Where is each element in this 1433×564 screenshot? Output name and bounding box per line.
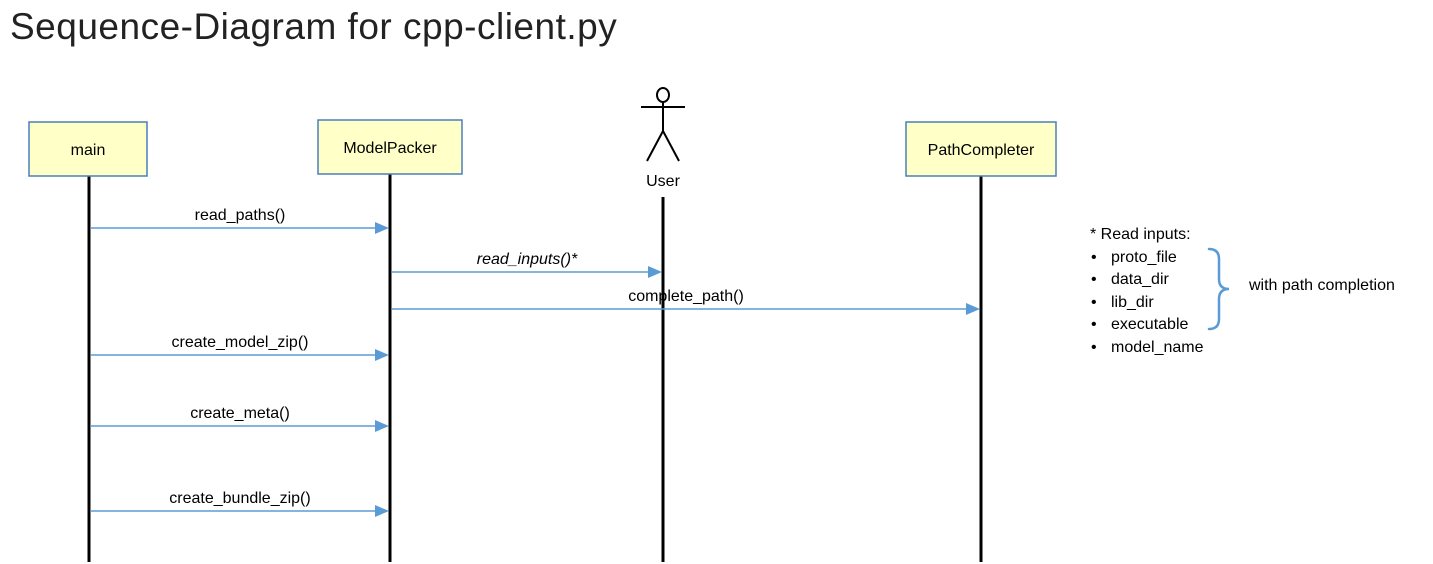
read-inputs-note: * Read inputs: proto_file data_dir lib_d…: [1090, 224, 1204, 360]
participant-main: main: [28, 121, 148, 177]
participant-label-pathcompleter: PathCompleter: [928, 142, 1035, 159]
participant-pathcompleter: PathCompleter: [905, 121, 1057, 177]
message-6: create_bundle_zip(): [91, 490, 389, 517]
arrowhead-icon: [375, 349, 389, 361]
note-item-lib-dir: lib_dir: [1090, 292, 1204, 315]
message-label: read_paths(): [195, 207, 286, 224]
note-item-model-name: model_name: [1090, 337, 1204, 360]
curly-brace-icon: [1207, 247, 1230, 331]
message-3: complete_path(): [392, 288, 980, 315]
note-item-data-dir: data_dir: [1090, 269, 1204, 292]
message-label: read_inputs()*: [477, 251, 578, 268]
lifelines-layer: [87, 174, 983, 562]
participant-box-main: [28, 121, 148, 177]
participant-box-modelpacker: [317, 119, 463, 175]
participant-box-pathcompleter: [905, 121, 1057, 177]
arrowhead-icon: [966, 303, 980, 315]
participant-label-main: main: [71, 142, 106, 159]
message-4: create_model_zip(): [91, 334, 389, 361]
arrowhead-icon: [375, 222, 389, 234]
message-1: read_paths(): [91, 207, 389, 234]
arrowhead-icon: [375, 505, 389, 517]
note-item-executable: executable: [1090, 314, 1204, 337]
note-list: proto_file data_dir lib_dir executable m…: [1090, 247, 1204, 360]
participant-label-user: User: [646, 173, 680, 190]
diagram-title: Sequence-Diagram for cpp-client.py: [10, 6, 618, 47]
note-item-proto-file: proto_file: [1090, 247, 1204, 270]
arrowhead-icon: [648, 266, 662, 278]
brace-label: with path completion: [1249, 277, 1395, 294]
participant-modelpacker: ModelPacker: [317, 119, 463, 175]
arrowhead-icon: [375, 420, 389, 432]
message-2: read_inputs()*: [392, 251, 662, 278]
note-heading: * Read inputs:: [1090, 226, 1191, 243]
actor-icon: User: [641, 87, 685, 190]
message-label: create_meta(): [190, 405, 290, 422]
message-label: create_model_zip(): [172, 334, 309, 351]
message-label: create_bundle_zip(): [169, 490, 310, 507]
message-5: create_meta(): [91, 405, 389, 432]
messages-layer: read_paths() read_inputs()* complete_path(…: [91, 207, 980, 517]
participant-label-modelpacker: ModelPacker: [343, 140, 437, 157]
message-label: complete_path(): [628, 288, 744, 305]
